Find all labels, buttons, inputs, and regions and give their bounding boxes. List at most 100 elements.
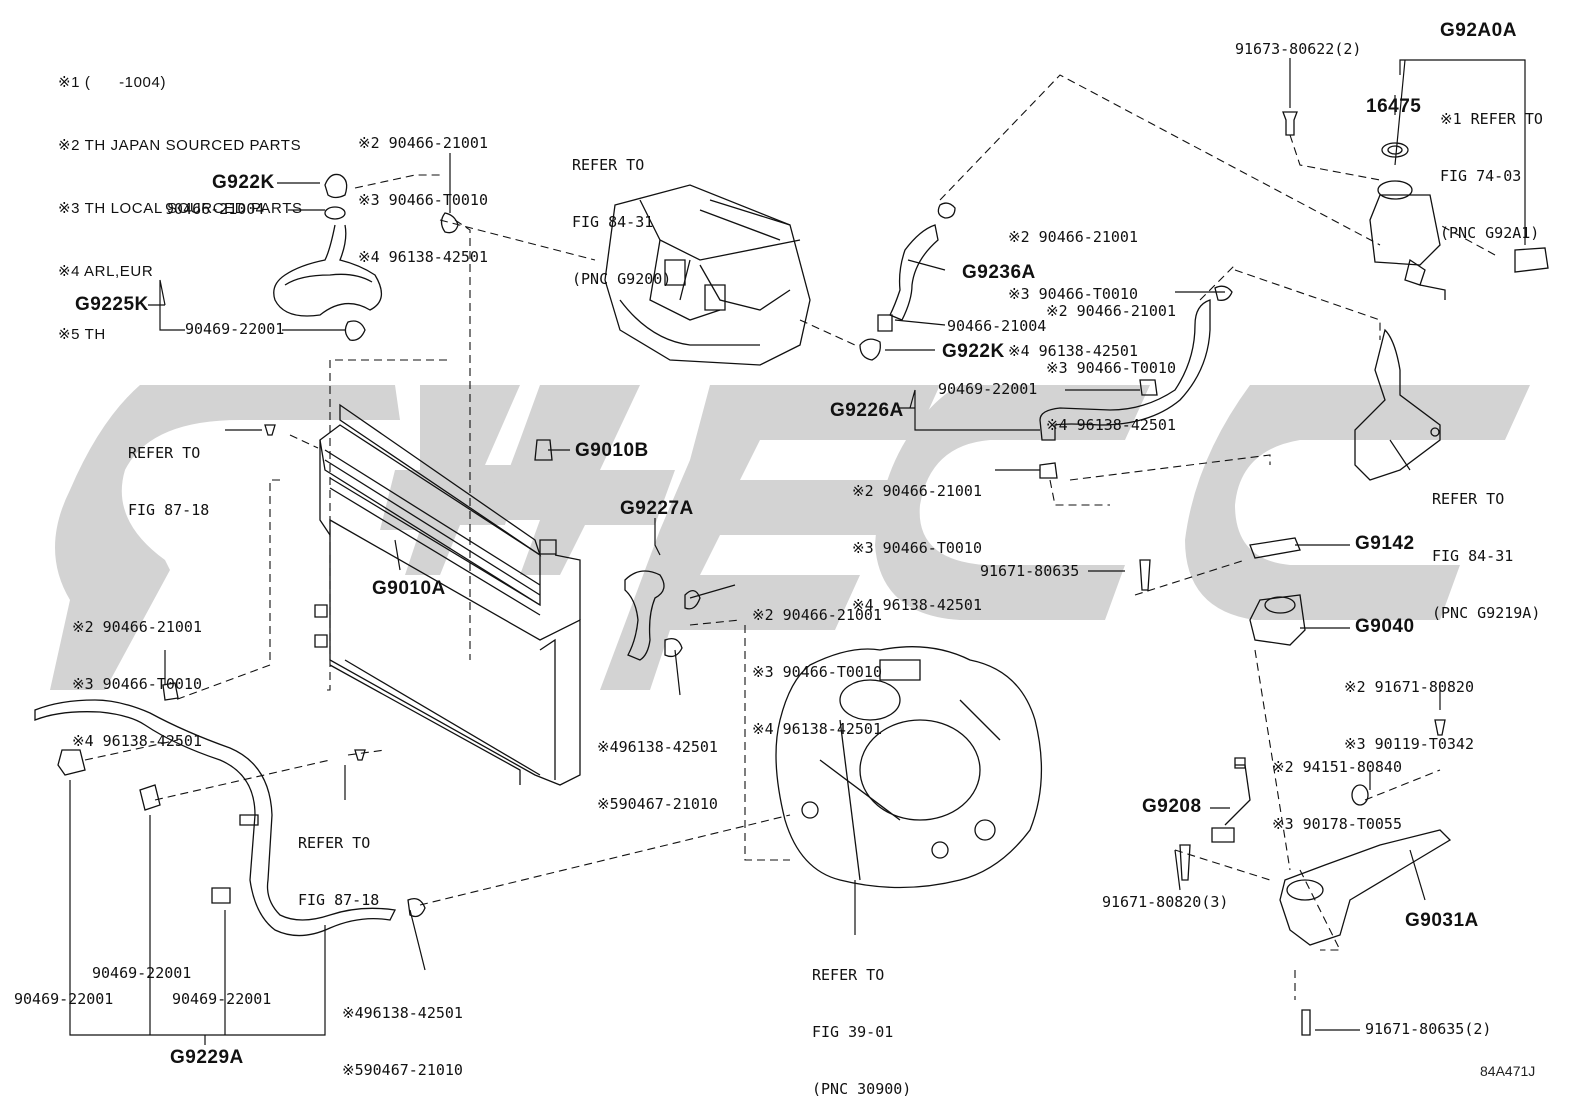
reference-line: FIG 87-18 [128,501,210,519]
clip-part-group: ※2 90466-21001 ※3 90466-T0010 ※4 96138-4… [358,96,488,286]
clip-part-group: ※2 90466-21001 ※3 90466-T0010 ※4 96138-4… [852,444,982,634]
part-label-g9225k: G9225K [75,294,149,315]
reference-note-87-18: REFER TO FIG 87-18 [128,406,209,539]
clip-part-line: ※3 90466-T0010 [752,663,882,681]
footnote-line: ※2 TH JAPAN SOURCED PARTS [58,137,302,154]
part-label-90469-22001: 90469-22001 [938,380,1038,398]
clip-part-line: ※3 90466-T0010 [72,675,202,693]
drawing-code: 84A471J [1480,1063,1536,1079]
reference-line: ※1 REFER TO [1440,110,1543,128]
clip-part-line: ※2 90466-21001 [1046,302,1176,320]
watermark-logo [50,385,1530,690]
clip-part-line: ※496138-42501 [597,738,718,756]
sensor-g9208 [1212,758,1250,842]
part-label-90469-22001: 90469-22001 [92,964,192,982]
hose-g9236a [860,203,955,360]
clip-part-pair: ※496138-42501 ※590467-21010 [342,966,463,1099]
bracket-g9219a [1355,330,1440,480]
part-label-g9010a: G9010A [372,578,446,599]
hose-g9229a [35,683,425,936]
clip-part-line: ※4 96138-42501 [72,732,202,750]
reference-line: (PNC 30900) [812,1080,912,1098]
clip-part-pair: ※496138-42501 ※590467-21010 [597,700,718,833]
reference-line: (PNC G92A1) [1440,224,1540,242]
clip-part-line: ※2 90466-21001 [1008,228,1138,246]
reference-line: FIG 84-31 [1432,547,1514,565]
footnote-line: ※3 TH LOCAL SOURCED PARTS [58,200,303,217]
part-label-90466-21004: 90466-21004 [165,200,265,218]
reference-line: FIG 84-31 [572,213,654,231]
solid-leader-lines [70,58,1525,1045]
dashed-leader-lines [85,75,1495,1000]
clip-part-group: ※2 90466-21001 ※3 90466-T0010 ※4 96138-4… [752,568,882,758]
reservoir-tank [1283,112,1548,300]
part-label-g9031a: G9031A [1405,910,1479,931]
reference-note-g92a1: ※1 REFER TO FIG 74-03 (PNC G92A1) [1440,72,1543,262]
hose-g9227a [625,571,700,660]
reference-line: REFER TO [812,966,885,984]
part-label-91671-80635: 91671-80635(2) [1365,1020,1492,1038]
part-label-16475: 16475 [1366,96,1422,117]
bolt-part-group: ※2 94151-80840 ※3 90178-T0055 [1272,720,1402,853]
clip-part-line: ※590467-21010 [597,795,718,813]
inverter-assembly [605,185,810,365]
part-label-g922k: G922K [212,172,275,193]
reference-line: FIG 74-03 [1440,167,1522,185]
part-label-g9208: G9208 [1142,796,1202,817]
part-label-91673-80622: 91673-80622(2) [1235,40,1362,58]
bolt-part-line: ※2 91671-80820 [1344,678,1474,696]
footnote-line: ※5 TH [58,326,106,343]
clip-part-group: ※2 90466-21001 ※3 90466-T0010 ※4 96138-4… [1008,190,1138,380]
radiator-g9010a [315,405,580,785]
clip-part-group: ※2 90466-21001 ※3 90466-T0010 ※4 96138-4… [1046,264,1176,454]
bolt-part-group: ※2 91671-80820 ※3 90119-T0342 [1344,640,1474,773]
clip-part-line: ※4 96138-42501 [1046,416,1176,434]
footnote-legend: ※1 ( -1004) ※2 TH JAPAN SOURCED PARTS ※3… [58,30,303,366]
reference-line: REFER TO [128,444,201,462]
part-label-90469-22001: 90469-22001 [14,990,114,1008]
hose-g9226a [1040,286,1232,478]
reference-line: REFER TO [1432,490,1505,508]
part-label-90469-22001: 90469-22001 [172,990,272,1008]
reference-line: REFER TO [298,834,371,852]
bracket-g9031a [265,425,1450,1035]
clip-part-line: ※2 90466-21001 [72,618,202,636]
part-label-g9142: G9142 [1355,533,1415,554]
hose-g9225k [274,174,458,340]
part-label-91671-80820: 91671-80820(3) [1102,893,1229,911]
reference-note-g9219a: REFER TO FIG 84-31 (PNC G9219A) [1432,452,1540,642]
clip-part-group: ※2 90466-21001 ※3 90466-T0010 ※4 96138-4… [72,580,202,770]
part-label-90469-22001: 90469-22001 [185,320,285,338]
clip-part-line: ※2 90466-21001 [852,482,982,500]
bolt-part-line: ※3 90178-T0055 [1272,815,1402,833]
clip-part-line: ※3 90466-T0010 [852,539,982,557]
clip-part-line: ※590467-21010 [342,1061,463,1079]
part-label-g9226a: G9226A [830,400,904,421]
part-label-91671-80635: 91671-80635 [980,562,1080,580]
footnote-line: ※1 ( -1004) [58,74,167,91]
clip-part-line: ※4 96138-42501 [752,720,882,738]
reference-note-39-01: REFER TO FIG 39-01 (PNC 30900) [812,928,911,1099]
clip-part-line: ※4 96138-42501 [852,596,982,614]
part-label-g922k: G922K [942,341,1005,362]
part-label-g92a0a: G92A0A [1440,20,1517,41]
part-label-g9040: G9040 [1355,616,1415,637]
reference-note-g9200: REFER TO FIG 84-31 (PNC G9200) [572,118,671,308]
clip-part-line: ※2 90466-21001 [752,606,882,624]
bolt-part-line: ※3 90119-T0342 [1344,735,1474,753]
part-label-g9236a: G9236A [962,262,1036,283]
clip-part-line: ※3 90466-T0010 [1008,285,1138,303]
part-label-g9010b: G9010B [575,440,649,461]
reference-line: FIG 87-18 [298,891,380,909]
part-label-g9229a: G9229A [170,1047,244,1068]
part-label-90466-21004: 90466-21004 [947,317,1047,335]
cap-g9010b [535,440,552,460]
clip-part-line: ※4 96138-42501 [1008,342,1138,360]
clip-part-line: ※3 90466-T0010 [358,191,488,209]
clip-part-line: ※4 96138-42501 [358,248,488,266]
reference-line: (PNC G9200) [572,270,672,288]
clip-part-line: ※3 90466-T0010 [1046,359,1176,377]
reference-line: (PNC G9219A) [1432,604,1541,622]
pump-g9040 [1250,538,1305,645]
reference-line: REFER TO [572,156,645,174]
